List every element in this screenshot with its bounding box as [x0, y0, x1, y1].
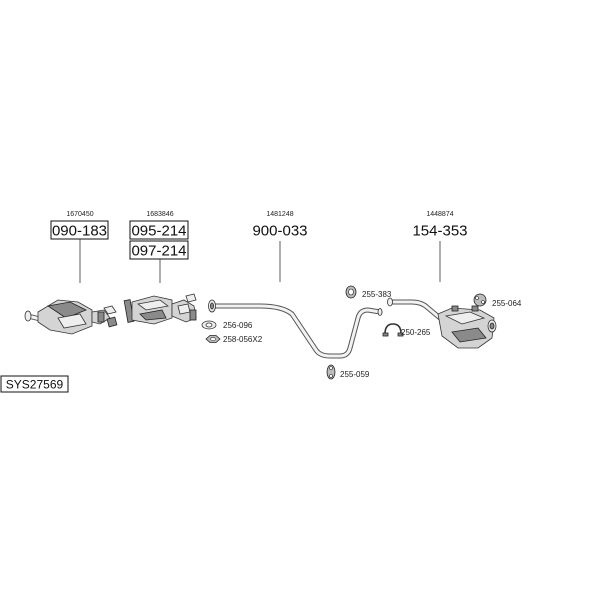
accessory-250-265[interactable]: 250-265	[382, 323, 431, 337]
accessory-255-383[interactable]: 255-383	[345, 285, 392, 299]
group-2-part-number-1[interactable]: 095-214	[131, 223, 186, 240]
middle-pipe-icon[interactable]	[208, 299, 383, 359]
group-4-reference-number: 1448874	[426, 211, 453, 218]
group-3-part-number-1[interactable]: 900-033	[252, 223, 307, 240]
accessory-code-255-383: 255-383	[362, 290, 392, 299]
part-group-4: 1448874 154-353	[387, 211, 497, 349]
system-code-label: SYS27569	[0, 375, 69, 393]
accessory-code-250-265: 250-265	[401, 328, 431, 337]
part-group-3: 1481248 900-033	[208, 211, 383, 359]
rubber-ring-icon	[345, 285, 357, 299]
group-2-part-number-2[interactable]: 097-214	[131, 243, 186, 260]
rubber-hanger-icon	[473, 293, 487, 307]
group-1-reference-number: 1670450	[66, 211, 93, 218]
accessory-code-255-064: 255-064	[492, 299, 522, 308]
catalytic-converter-2-icon[interactable]	[123, 293, 197, 325]
accessory-256-096[interactable]: 256-096	[201, 320, 253, 330]
catalytic-converter-1-icon[interactable]	[24, 299, 118, 335]
accessory-255-064[interactable]: 255-064	[473, 293, 522, 308]
group-3-reference-number: 1481248	[266, 211, 293, 218]
group-1-part-box-1[interactable]	[50, 220, 109, 240]
accessory-code-256-096: 256-096	[223, 321, 253, 330]
accessory-258-056x2[interactable]: 258-056X2	[205, 335, 263, 344]
accessory-255-059[interactable]: 255-059	[326, 364, 370, 380]
group-2-reference-number: 1683846	[146, 211, 173, 218]
accessory-code-258-056x2: 258-056X2	[223, 335, 263, 344]
part-group-1: 1670450 090-183	[24, 211, 118, 335]
accessory-code-255-059: 255-059	[340, 370, 370, 379]
group-2-part-box-1[interactable]	[129, 220, 189, 240]
part-group-2: 1683846 095-214 097-214	[123, 211, 197, 325]
rear-silencer-icon[interactable]	[387, 297, 497, 349]
group-1-part-number-1[interactable]: 090-183	[52, 223, 107, 240]
group-4-part-number-1[interactable]: 154-353	[412, 223, 467, 240]
system-code-box	[0, 375, 69, 393]
group-2-part-box-2[interactable]	[129, 240, 189, 260]
clamp-icon	[382, 323, 404, 337]
system-code-text: SYS27569	[6, 378, 64, 392]
rubber-hanger-icon	[326, 364, 336, 380]
